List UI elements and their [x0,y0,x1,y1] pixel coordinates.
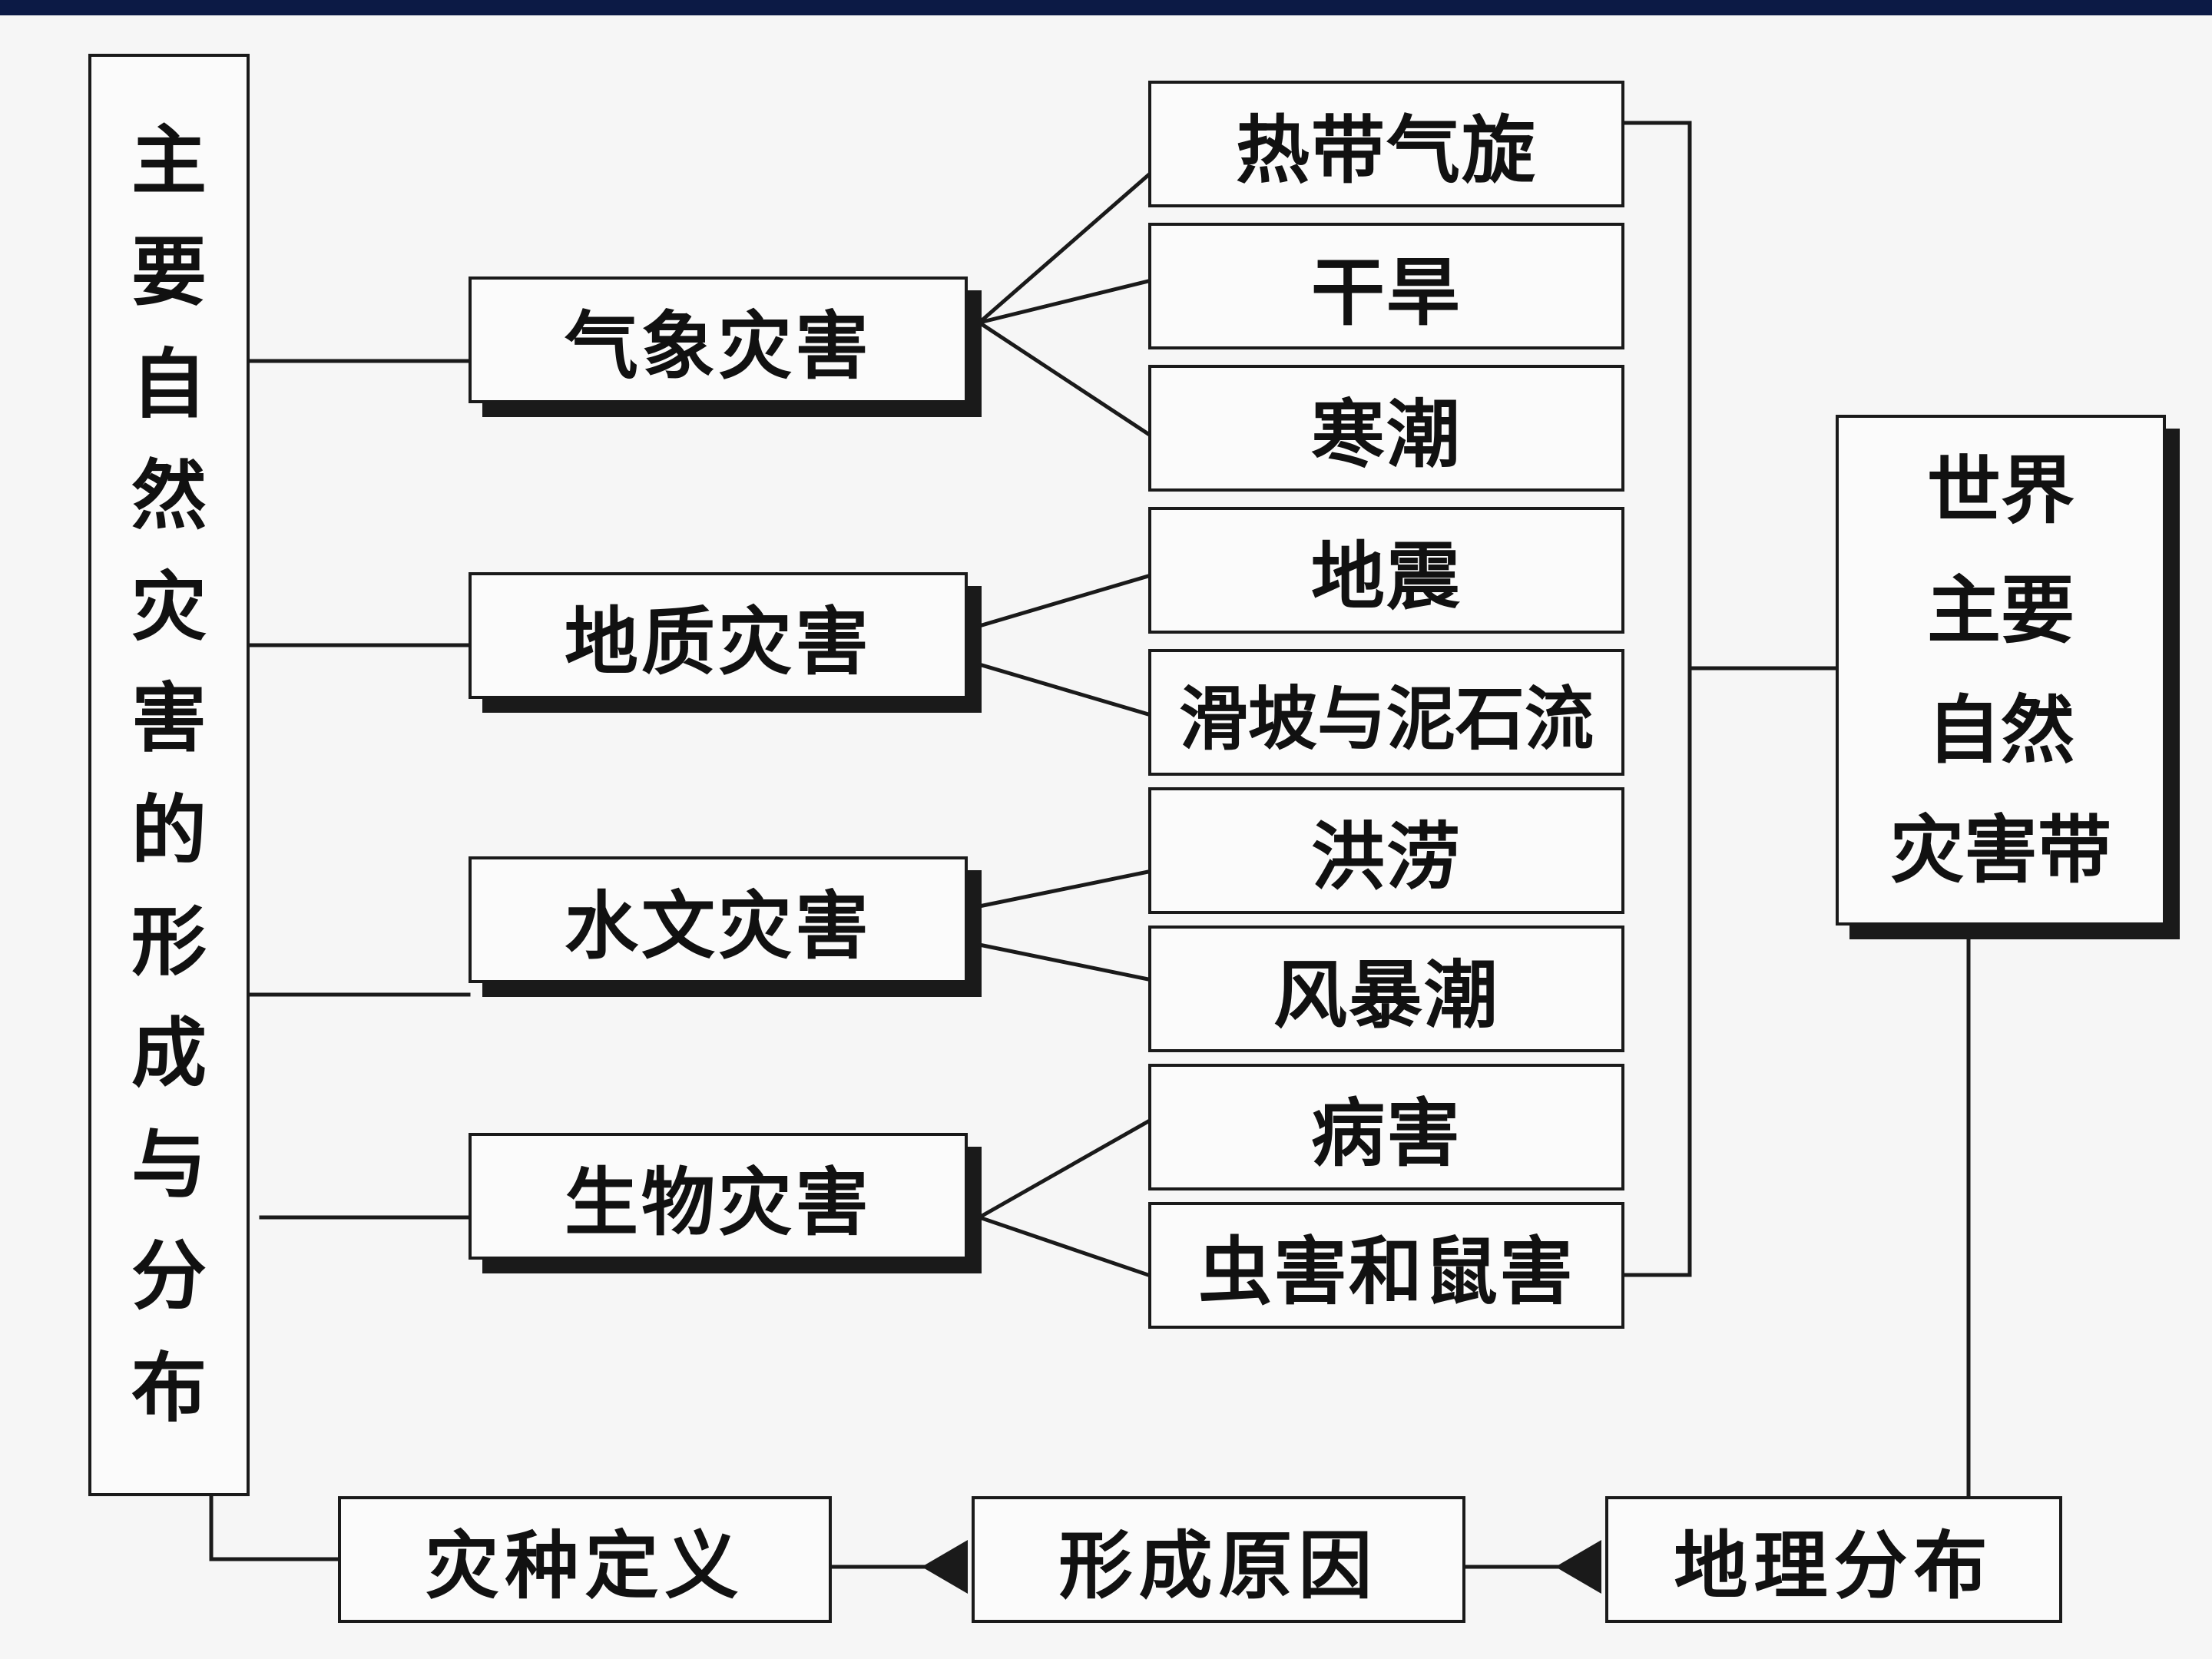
flow-step-label: 地理分布 [1674,1523,1994,1609]
main-title-char: 形 [131,898,207,986]
main-title-box: 主 要 自 然 灾 害 的 形 成 与 分 布 [88,54,250,1496]
main-title-char: 然 [131,452,207,540]
belt-line: 世界 [1927,447,2075,534]
world-hazard-belt-box: 世界 主要 自然 灾害带 [1836,415,2166,926]
category-hydrological: 水文灾害 [469,856,968,983]
subtype-box: 虫害和鼠害 [1148,1202,1624,1329]
flow-step-distribution: 地理分布 [1605,1496,2062,1623]
category-meteorological: 气象灾害 [469,276,968,403]
flow-step-cause: 形成原因 [972,1496,1465,1623]
main-title-char: 灾 [131,564,207,652]
main-title-char: 害 [131,675,207,763]
flow-step-label: 形成原因 [1058,1523,1379,1609]
main-title-char: 要 [131,229,207,317]
subtype-box: 热带气旋 [1148,81,1624,207]
category-geological: 地质灾害 [469,572,968,699]
subtype-box: 寒潮 [1148,365,1624,492]
main-title-char: 与 [131,1121,207,1210]
belt-line: 自然 [1927,687,2075,773]
category-label: 生物灾害 [565,1160,872,1246]
category-biological: 生物灾害 [469,1133,968,1260]
subtype-label: 洪涝 [1311,814,1462,900]
subtype-box: 滑坡与泥石流 [1148,649,1624,776]
subtype-label: 寒潮 [1311,392,1462,478]
header-bar [0,0,2212,15]
main-title-char: 主 [131,118,207,206]
main-title-char: 自 [131,340,207,429]
subtype-label: 滑坡与泥石流 [1179,678,1594,760]
main-title-char: 分 [131,1233,207,1321]
subtype-box: 地震 [1148,507,1624,634]
main-title-char: 的 [131,786,207,875]
subtype-label: 风暴潮 [1273,952,1499,1038]
main-title-char: 成 [131,1009,207,1098]
belt-line: 主要 [1927,567,2075,654]
subtype-label: 病害 [1311,1091,1462,1177]
belt-line: 灾害带 [1890,806,2111,893]
main-title-char: 布 [131,1344,207,1432]
subtype-label: 热带气旋 [1236,108,1537,194]
subtype-box: 风暴潮 [1148,926,1624,1052]
flow-step-label: 灾种定义 [425,1523,745,1609]
subtype-label: 干旱 [1311,250,1462,336]
category-label: 水文灾害 [565,883,872,969]
subtype-label: 地震 [1311,534,1462,620]
category-label: 气象灾害 [565,303,872,389]
flow-step-definition: 灾种定义 [338,1496,832,1623]
subtype-label: 虫害和鼠害 [1198,1229,1575,1315]
category-label: 地质灾害 [565,599,872,685]
subtype-box: 干旱 [1148,223,1624,349]
subtype-box: 病害 [1148,1064,1624,1190]
subtype-box: 洪涝 [1148,787,1624,914]
